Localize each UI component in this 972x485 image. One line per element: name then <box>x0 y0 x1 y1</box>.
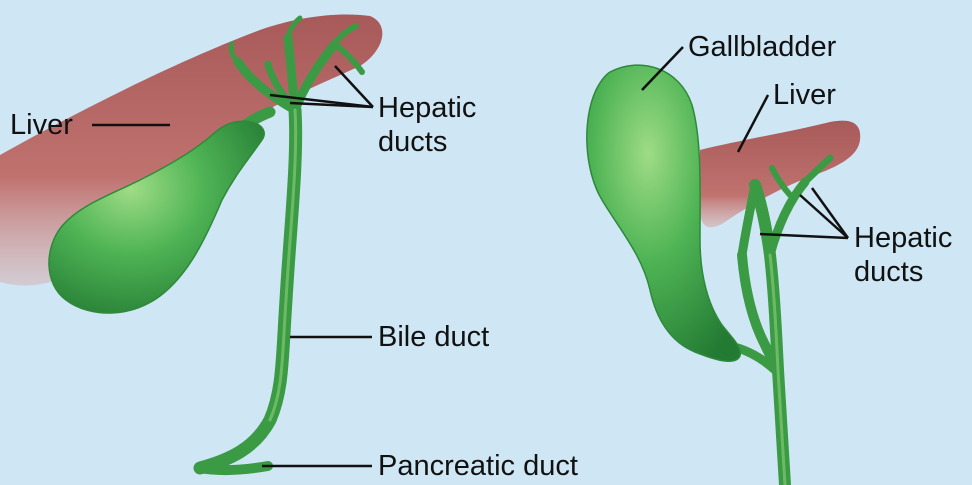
leader-right-hepatic-3 <box>812 188 848 238</box>
label-left-hepatic-line1: Hepatic <box>378 91 476 125</box>
label-right-hepatic-ducts: Hepatic ducts <box>854 221 952 289</box>
label-left-liver: Liver <box>10 108 73 142</box>
label-left-hepatic-line2: ducts <box>378 125 476 159</box>
label-bile-duct: Bile duct <box>378 320 489 354</box>
label-right-hepatic-line2: ducts <box>854 255 952 289</box>
label-right-liver: Liver <box>773 78 836 112</box>
leader-right-hepatic-2 <box>800 195 848 238</box>
right-duct-tree <box>738 158 830 485</box>
label-left-hepatic-ducts: Hepatic ducts <box>378 91 476 159</box>
label-gallbladder: Gallbladder <box>688 30 836 64</box>
label-right-hepatic-line1: Hepatic <box>854 221 952 255</box>
right-liver-shape <box>700 121 860 228</box>
leader-left-hepatic-3 <box>335 66 373 107</box>
label-pancreatic-duct: Pancreatic duct <box>378 449 578 483</box>
